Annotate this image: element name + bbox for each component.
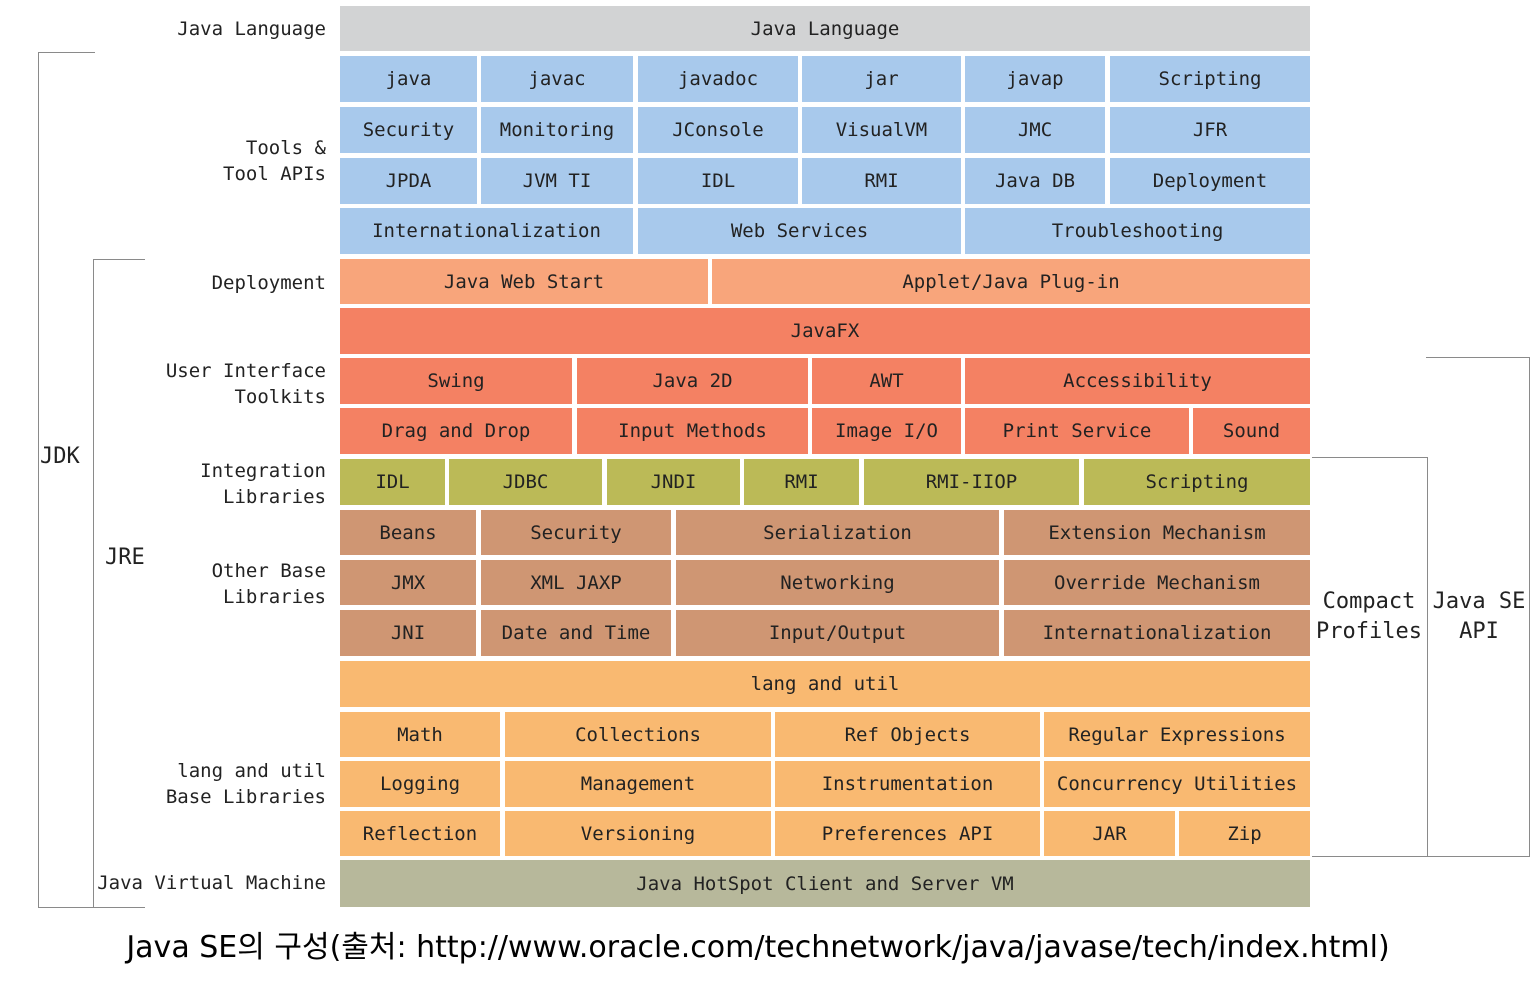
- component-cell-langutil: Zip: [1179, 811, 1310, 856]
- component-cell-jvm: Java HotSpot Client and Server VM: [340, 860, 1310, 907]
- compact-profiles-label: Compact Profiles: [1316, 589, 1422, 644]
- jre-bracket: [93, 259, 145, 908]
- component-cell-langutil: Ref Objects: [775, 712, 1040, 757]
- component-cell-integration: IDL: [340, 459, 445, 505]
- component-cell-tools: JConsole: [638, 107, 798, 153]
- component-cell-tools: Scripting: [1110, 56, 1310, 102]
- jre-label: JRE: [105, 545, 145, 570]
- component-cell-ui: Java 2D: [577, 358, 808, 404]
- component-cell-tools: javac: [481, 56, 633, 102]
- row-label-deployment: Deployment: [211, 272, 326, 294]
- component-cell-integration: RMI-IIOP: [864, 459, 1079, 505]
- component-cell-langutil: Management: [505, 761, 771, 807]
- component-cell-otherbase: Networking: [676, 560, 999, 605]
- component-cell-integration: RMI: [744, 459, 859, 505]
- component-cell-otherbase: Security: [481, 510, 671, 555]
- component-cell-otherbase: Beans: [340, 510, 476, 555]
- component-cell-otherbase: Internationalization: [1004, 610, 1310, 656]
- component-cell-langutil: Reflection: [340, 811, 500, 856]
- component-cell-ui: Swing: [340, 358, 572, 404]
- component-cell-langutil: Concurrency Utilities: [1044, 761, 1310, 807]
- component-cell-deploy: Java Web Start: [340, 259, 708, 304]
- component-cell-tools: VisualVM: [802, 107, 961, 153]
- component-cell-tools: Java DB: [965, 158, 1105, 204]
- component-cell-tools: jar: [802, 56, 961, 102]
- component-cell-integration: Scripting: [1084, 459, 1310, 505]
- component-cell-language: Java Language: [340, 6, 1310, 51]
- component-cell-ui: JavaFX: [340, 308, 1310, 354]
- component-cell-otherbase: Serialization: [676, 510, 999, 555]
- component-cell-otherbase: XML JAXP: [481, 560, 671, 605]
- component-cell-langutil: JAR: [1044, 811, 1175, 856]
- component-cell-ui: Input Methods: [577, 408, 808, 454]
- component-cell-langutil: lang and util: [340, 661, 1310, 707]
- component-cell-tools: Security: [340, 107, 477, 153]
- component-cell-tools: JPDA: [340, 158, 477, 204]
- component-cell-otherbase: Input/Output: [676, 610, 999, 656]
- component-cell-langutil: Logging: [340, 761, 500, 807]
- jdk-label: JDK: [40, 444, 80, 469]
- component-cell-langutil: Math: [340, 712, 500, 757]
- component-cell-ui: AWT: [812, 358, 961, 404]
- row-label-java-language: Java Language: [177, 18, 326, 40]
- component-cell-tools: Web Services: [638, 208, 961, 254]
- component-cell-tools: JVM TI: [481, 158, 633, 204]
- component-cell-otherbase: Date and Time: [481, 610, 671, 656]
- compact-profiles-bracket: [1312, 457, 1428, 857]
- component-cell-integration: JNDI: [607, 459, 740, 505]
- component-cell-ui: Sound: [1193, 408, 1310, 454]
- component-cell-tools: java: [340, 56, 477, 102]
- row-label-other-base: Other Base Libraries: [211, 560, 326, 608]
- component-cell-tools: JMC: [965, 107, 1105, 153]
- component-cell-tools: Monitoring: [481, 107, 633, 153]
- component-cell-ui: Accessibility: [965, 358, 1310, 404]
- component-cell-tools: javap: [965, 56, 1105, 102]
- component-cell-ui: Print Service: [965, 408, 1189, 454]
- component-cell-tools: JFR: [1110, 107, 1310, 153]
- row-label-jvm: Java Virtual Machine: [97, 872, 326, 894]
- jdk-bracket: [38, 52, 95, 908]
- component-cell-tools: Troubleshooting: [965, 208, 1310, 254]
- component-cell-tools: javadoc: [638, 56, 798, 102]
- component-cell-ui: Image I/O: [812, 408, 961, 454]
- component-cell-tools: RMI: [802, 158, 961, 204]
- component-cell-langutil: Instrumentation: [775, 761, 1040, 807]
- component-cell-deploy: Applet/Java Plug-in: [712, 259, 1310, 304]
- component-cell-langutil: Regular Expressions: [1044, 712, 1310, 757]
- row-label-integration: Integration Libraries: [200, 460, 326, 508]
- component-cell-tools: Deployment: [1110, 158, 1310, 204]
- component-cell-otherbase: Extension Mechanism: [1004, 510, 1310, 555]
- component-cell-otherbase: Override Mechanism: [1004, 560, 1310, 605]
- component-cell-otherbase: JMX: [340, 560, 476, 605]
- row-label-tools: Tools & Tool APIs: [223, 137, 326, 185]
- row-label-lang-util: lang and util Base Libraries: [165, 760, 326, 808]
- java-se-api-label: Java SE API: [1432, 589, 1526, 644]
- component-cell-tools: IDL: [638, 158, 798, 204]
- component-cell-ui: Drag and Drop: [340, 408, 572, 454]
- component-cell-langutil: Versioning: [505, 811, 771, 856]
- java-se-api-bracket: [1426, 357, 1530, 857]
- component-cell-langutil: Preferences API: [775, 811, 1040, 856]
- component-cell-otherbase: JNI: [340, 610, 476, 656]
- row-label-ui-toolkits: User Interface Toolkits: [165, 360, 326, 408]
- component-cell-integration: JDBC: [449, 459, 602, 505]
- caption: Java SE의 구성(출처: http://www.oracle.com/te…: [126, 930, 1390, 965]
- component-cell-langutil: Collections: [505, 712, 771, 757]
- component-cell-tools: Internationalization: [340, 208, 633, 254]
